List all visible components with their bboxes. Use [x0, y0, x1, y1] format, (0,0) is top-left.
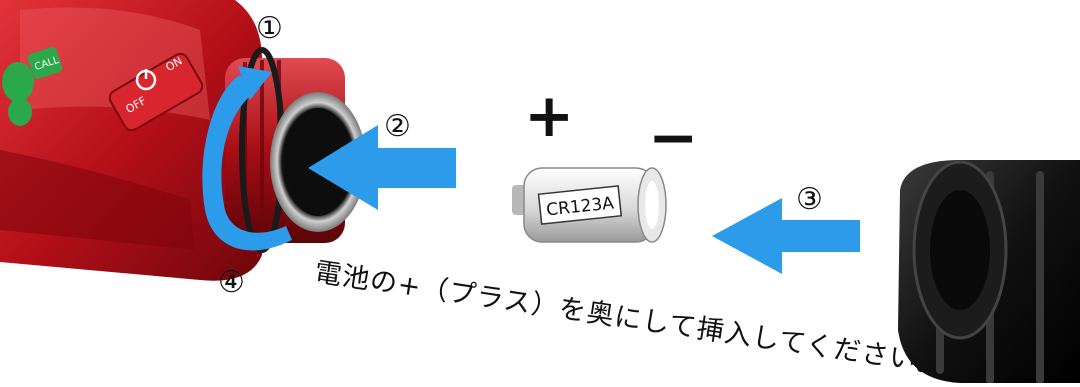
call-button: CALL [2, 47, 63, 126]
step-1-marker: ① [256, 11, 283, 46]
step-3-marker: ③ [796, 182, 823, 217]
step-4-marker: ④ [218, 265, 245, 300]
plus-symbol: + [524, 81, 575, 151]
power-switch: OFF ON [108, 52, 204, 132]
insert-arrow-3 [712, 198, 860, 274]
rotate-arrow [202, 66, 292, 251]
flashlight-body [0, 0, 366, 281]
step-2-marker: ② [384, 109, 411, 144]
minus-symbol: − [648, 103, 699, 173]
battery-cr123a: CR123A [512, 167, 667, 243]
end-cap [898, 160, 1080, 384]
insert-arrow-2 [308, 125, 456, 210]
